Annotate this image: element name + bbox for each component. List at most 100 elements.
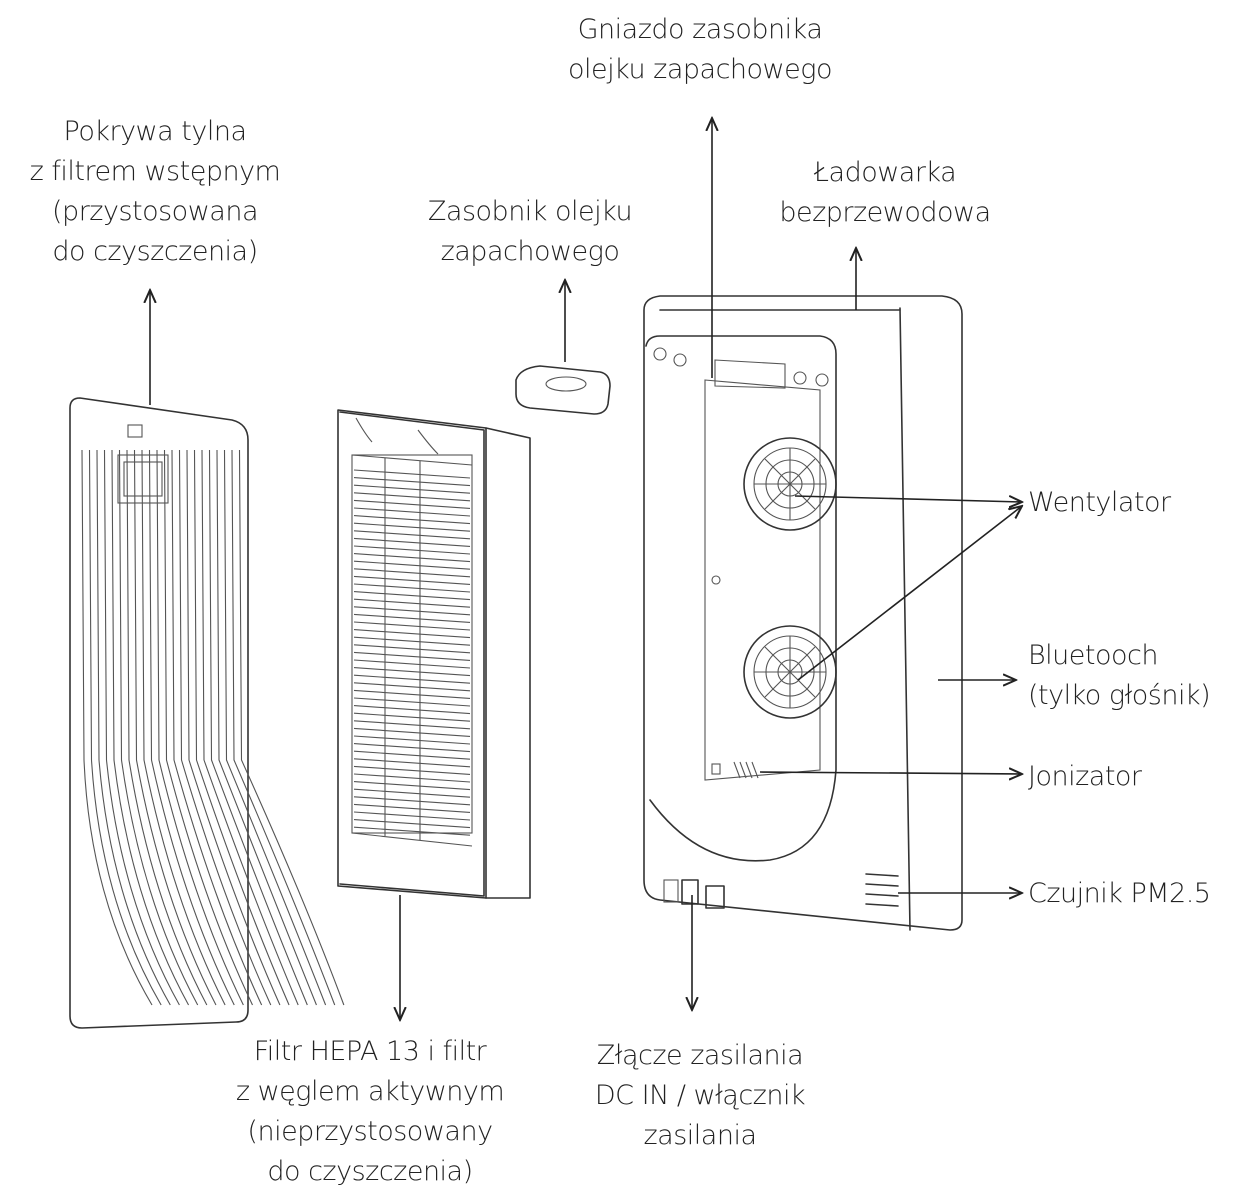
hepa-pleat-line	[353, 788, 471, 798]
label-back-cover: Pokrywa tylna z filtrem wstępnym (przyst…	[0, 112, 310, 272]
label-oil-tank-line1: Zasobnik olejku	[427, 196, 633, 227]
hepa-pleat-line	[353, 796, 471, 806]
hepa-pleat-line	[353, 575, 471, 585]
cover-slat-line	[186, 449, 281, 1006]
arrow-fan-top	[794, 496, 1022, 502]
label-ionizer-text: Jonizator	[1028, 761, 1142, 792]
hepa-pleat-line	[353, 522, 471, 532]
hepa-pleat-line	[353, 469, 471, 479]
hepa-pleat-line	[353, 499, 471, 509]
hepa-pleat-line	[353, 568, 471, 578]
hepa-pleat-line	[353, 659, 471, 669]
hepa-pleat-line	[353, 560, 471, 570]
purifier-body-part	[643, 295, 963, 931]
hepa-pleat-line	[353, 629, 471, 639]
cover-slat-line	[171, 449, 263, 1006]
label-oil-tank: Zasobnik olejku zapachowego	[405, 192, 655, 272]
label-fan-text: Wentylator	[1028, 487, 1171, 518]
hepa-pleat-line	[353, 743, 471, 753]
hepa-pleat-line	[353, 758, 471, 768]
label-back-cover-line4: do czyszczenia)	[52, 236, 258, 267]
hepa-pleat-line	[353, 651, 471, 661]
hepa-pleat-line	[353, 803, 471, 813]
label-power-line1: Złącze zasilania	[596, 1040, 804, 1071]
hepa-pleat-line	[353, 583, 471, 593]
hepa-pleat-line	[353, 773, 471, 783]
cover-slat-line	[178, 449, 272, 1006]
hepa-pleat-line	[353, 727, 471, 737]
label-socket: Gniazdo zasobnika olejku zapachowego	[545, 10, 855, 90]
cover-slat-line	[103, 449, 180, 1006]
hepa-pleat-line	[353, 667, 471, 677]
hepa-pleat-line	[353, 689, 471, 699]
hepa-pleat-line	[353, 682, 471, 692]
hepa-pleat-line	[353, 674, 471, 684]
hepa-pleat-line	[353, 613, 471, 623]
hepa-pleat-line	[353, 811, 471, 821]
hepa-pleat-line	[353, 826, 471, 836]
hepa-pleat-line	[353, 636, 471, 646]
hepa-pleat-line	[353, 537, 471, 547]
hepa-pleat-line	[353, 712, 471, 722]
label-bluetooth-line1: Bluetooch	[1028, 640, 1159, 671]
cover-slat-line	[126, 449, 208, 1006]
label-pm-sensor-text: Czujnik PM2.5	[1028, 878, 1211, 909]
cover-slat-line	[231, 449, 336, 1006]
hepa-pleat-line	[353, 697, 471, 707]
label-socket-line1: Gniazdo zasobnika	[577, 14, 823, 45]
label-wireless-charger-line1: Ładowarka	[813, 157, 957, 188]
label-ionizer: Jonizator	[1028, 757, 1142, 797]
label-hepa-line1: Filtr HEPA 13 i filtr	[253, 1036, 487, 1067]
hepa-pleat-line	[353, 621, 471, 631]
cover-slat-line	[118, 449, 199, 1006]
label-power-line2: DC IN / włącznik	[594, 1080, 806, 1111]
hepa-pleat-line	[353, 819, 471, 829]
hepa-pleat-line	[353, 720, 471, 730]
label-pm-sensor: Czujnik PM2.5	[1028, 874, 1211, 914]
cover-slat-line	[223, 449, 327, 1006]
label-hepa-line4: do czyszczenia)	[267, 1156, 473, 1187]
hepa-pleat-line	[353, 530, 471, 540]
arrow-fan-bottom	[797, 506, 1022, 681]
label-power: Złącze zasilania DC IN / włącznik zasila…	[560, 1036, 840, 1156]
callout-arrows	[150, 118, 1022, 1020]
cover-slat-line	[96, 449, 171, 1006]
hepa-pleat-line	[353, 606, 471, 616]
cover-slat-line	[193, 449, 290, 1006]
cover-slat-line	[208, 449, 308, 1006]
hepa-pleat-line	[353, 750, 471, 760]
hepa-pleat-line	[353, 705, 471, 715]
cover-slat-line	[238, 449, 345, 1006]
hepa-pleat-line	[353, 591, 471, 601]
hepa-pleat-line	[353, 553, 471, 563]
cover-slat-line	[156, 449, 244, 1006]
label-fan: Wentylator	[1028, 483, 1171, 523]
label-wireless-charger-line2: bezprzewodowa	[779, 197, 991, 228]
label-hepa-line3: (nieprzystosowany	[247, 1116, 493, 1147]
hepa-pleat-line	[353, 515, 471, 525]
oil-tank-part	[515, 365, 611, 415]
hepa-pleat-line	[353, 781, 471, 791]
label-wireless-charger: Ładowarka bezprzewodowa	[755, 153, 1015, 233]
hepa-pleat-line	[353, 735, 471, 745]
cover-slat-line	[163, 449, 253, 1006]
cover-slat-line	[111, 449, 190, 1006]
cover-slat-line	[81, 449, 153, 1006]
label-hepa-filter: Filtr HEPA 13 i filtr z węglem aktywnym …	[205, 1032, 535, 1192]
cover-slat-line	[88, 449, 162, 1006]
label-bluetooth: Bluetooch (tylko głośnik)	[1028, 636, 1211, 716]
cover-slat-line	[141, 449, 226, 1006]
label-oil-tank-line2: zapachowego	[440, 236, 620, 267]
hepa-pleat-line	[353, 477, 471, 487]
hepa-pleat-line	[353, 598, 471, 608]
label-bluetooth-line2: (tylko głośnik)	[1028, 680, 1211, 711]
label-back-cover-line2: z filtrem wstępnym	[29, 156, 281, 187]
hepa-pleat-line	[353, 492, 471, 502]
label-hepa-line2: z węglem aktywnym	[235, 1076, 505, 1107]
cover-slat-line	[133, 449, 217, 1006]
hepa-filter-part	[337, 409, 531, 899]
hepa-pleat-line	[353, 507, 471, 517]
label-power-line3: zasilania	[643, 1120, 758, 1151]
hepa-pleat-line	[353, 765, 471, 775]
